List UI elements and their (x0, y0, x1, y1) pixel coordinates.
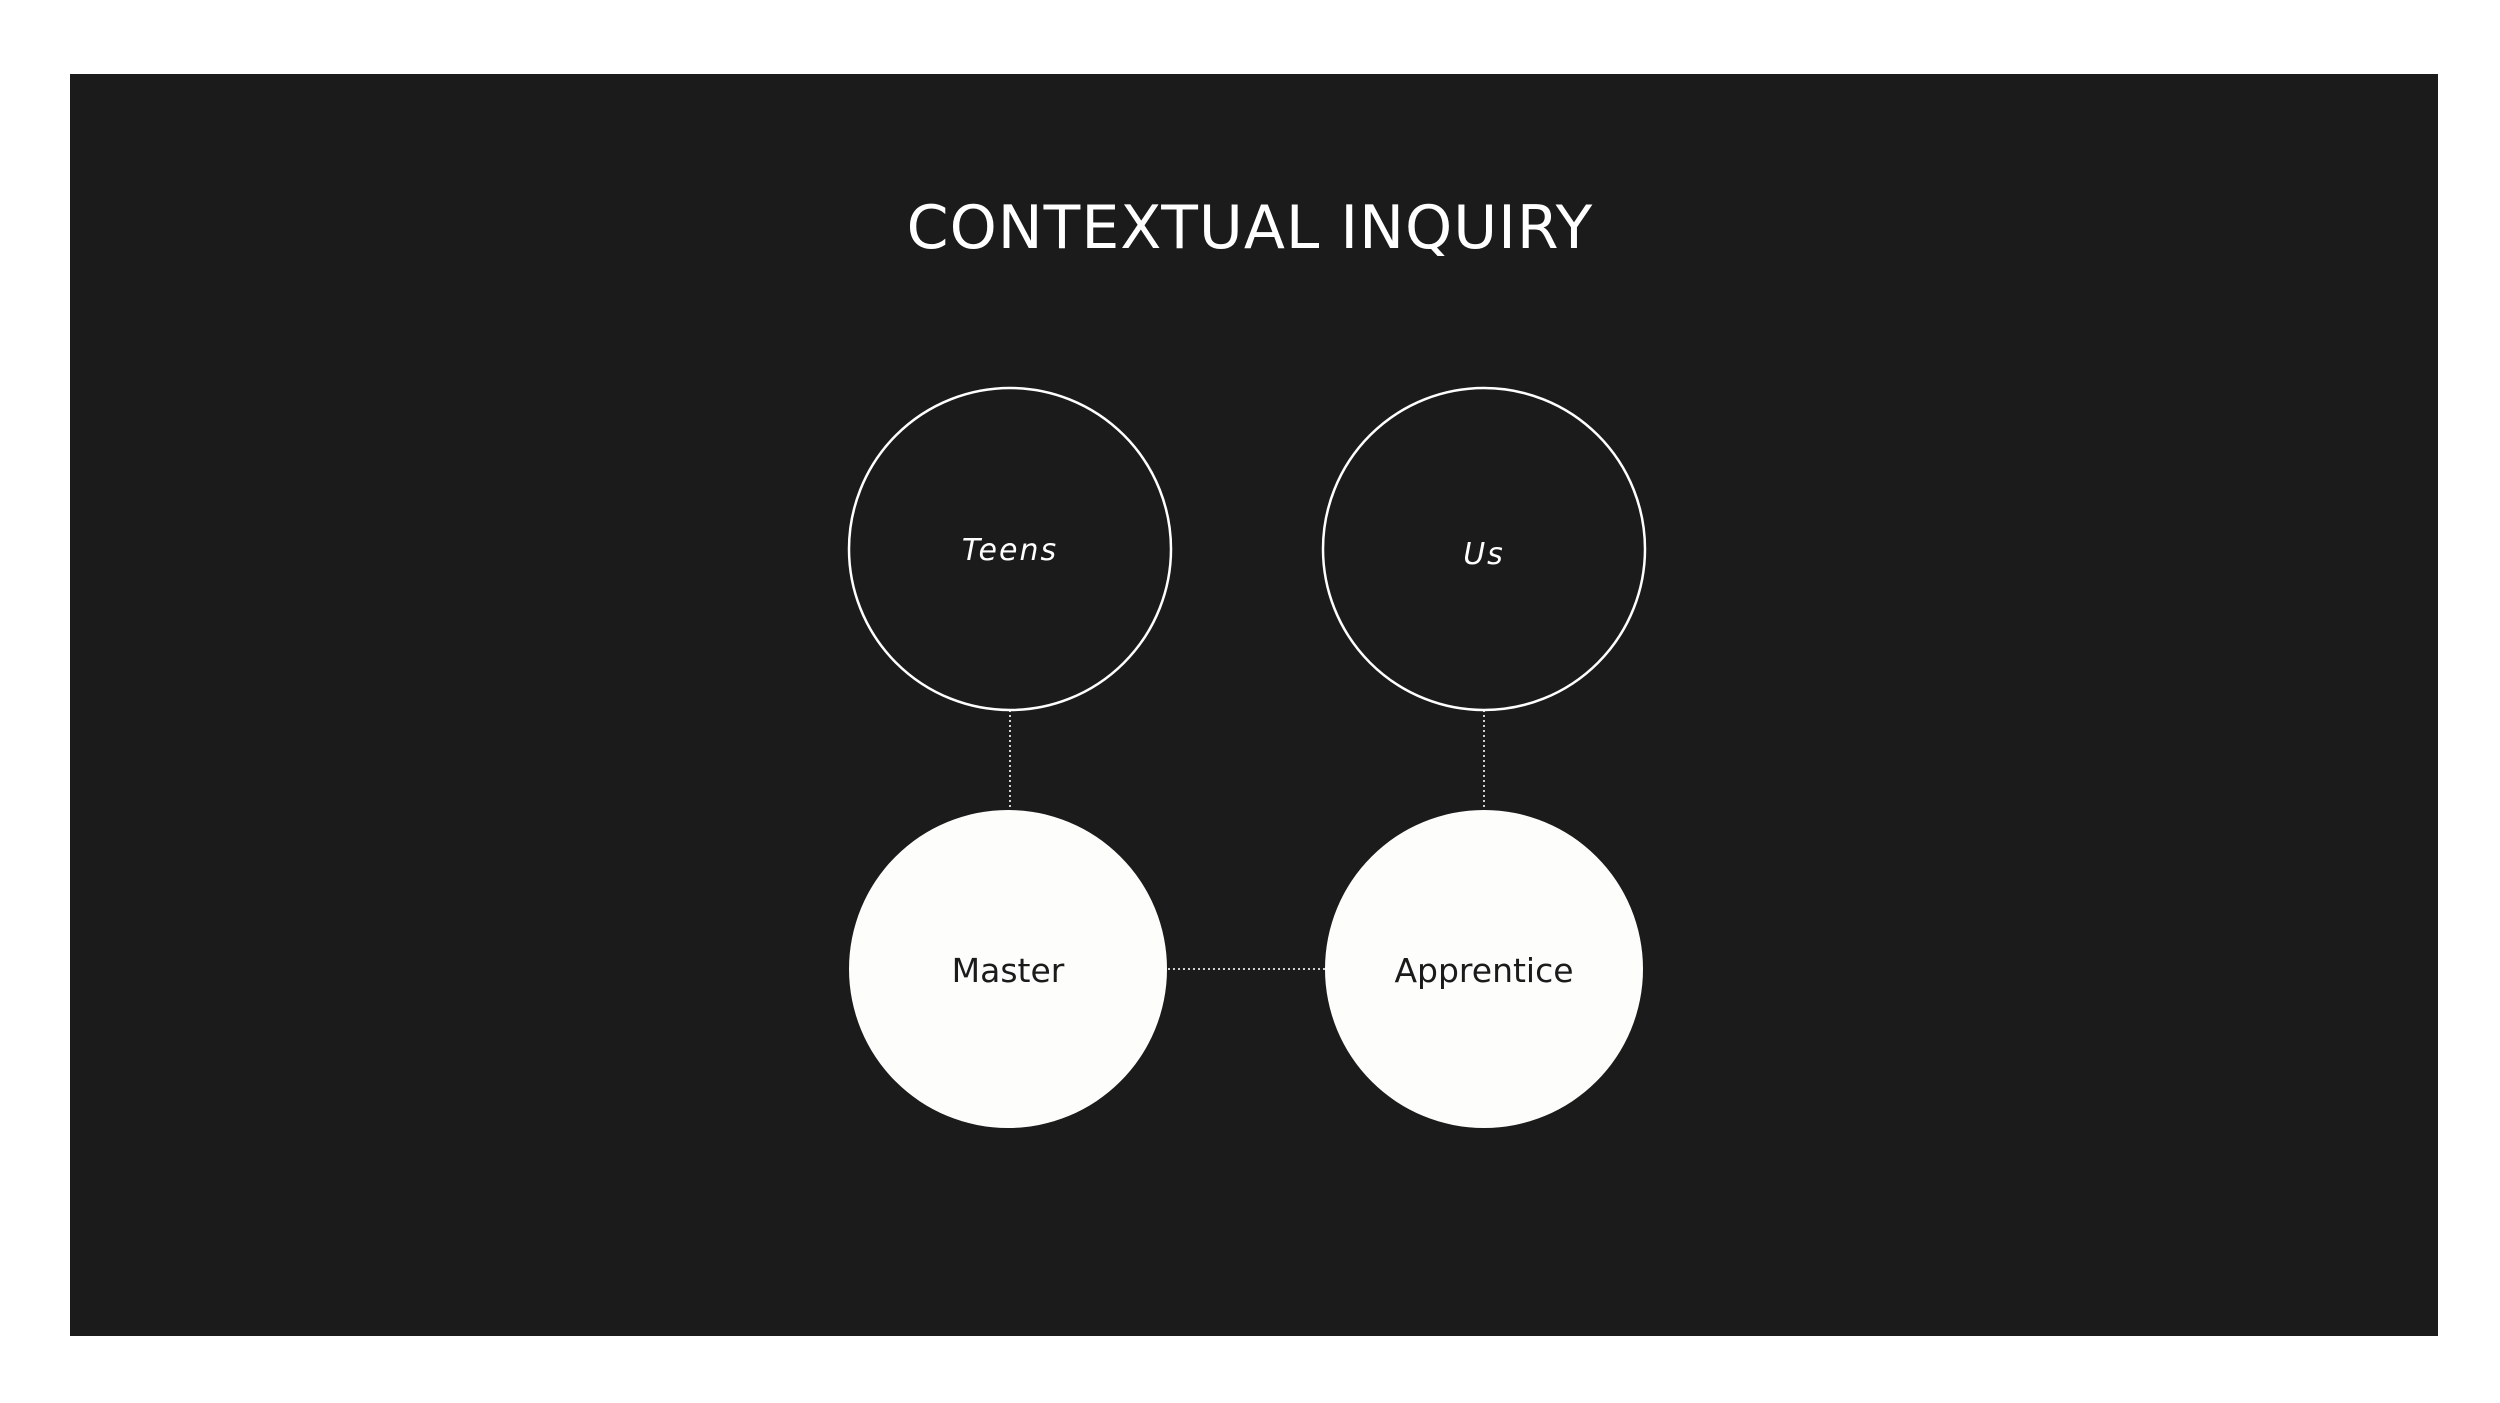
node-apprentice-circle (1325, 810, 1643, 1128)
node-apprentice: Apprentice (1325, 810, 1643, 1128)
node-us: Us (1321, 386, 1647, 712)
node-teens-circle (847, 386, 1173, 712)
node-us-circle (1321, 386, 1647, 712)
node-teens: Teens (847, 386, 1173, 712)
node-master: Master (849, 810, 1167, 1128)
node-master-label: Master (952, 951, 1065, 990)
node-master-circle (849, 810, 1167, 1128)
slide-background (70, 74, 2438, 1336)
node-teens-label: Teens (962, 533, 1058, 568)
slide-title: CONTEXTUAL INQUIRY (906, 193, 1594, 263)
node-apprentice-label: Apprentice (1394, 951, 1573, 990)
node-us-label: Us (1463, 537, 1505, 572)
